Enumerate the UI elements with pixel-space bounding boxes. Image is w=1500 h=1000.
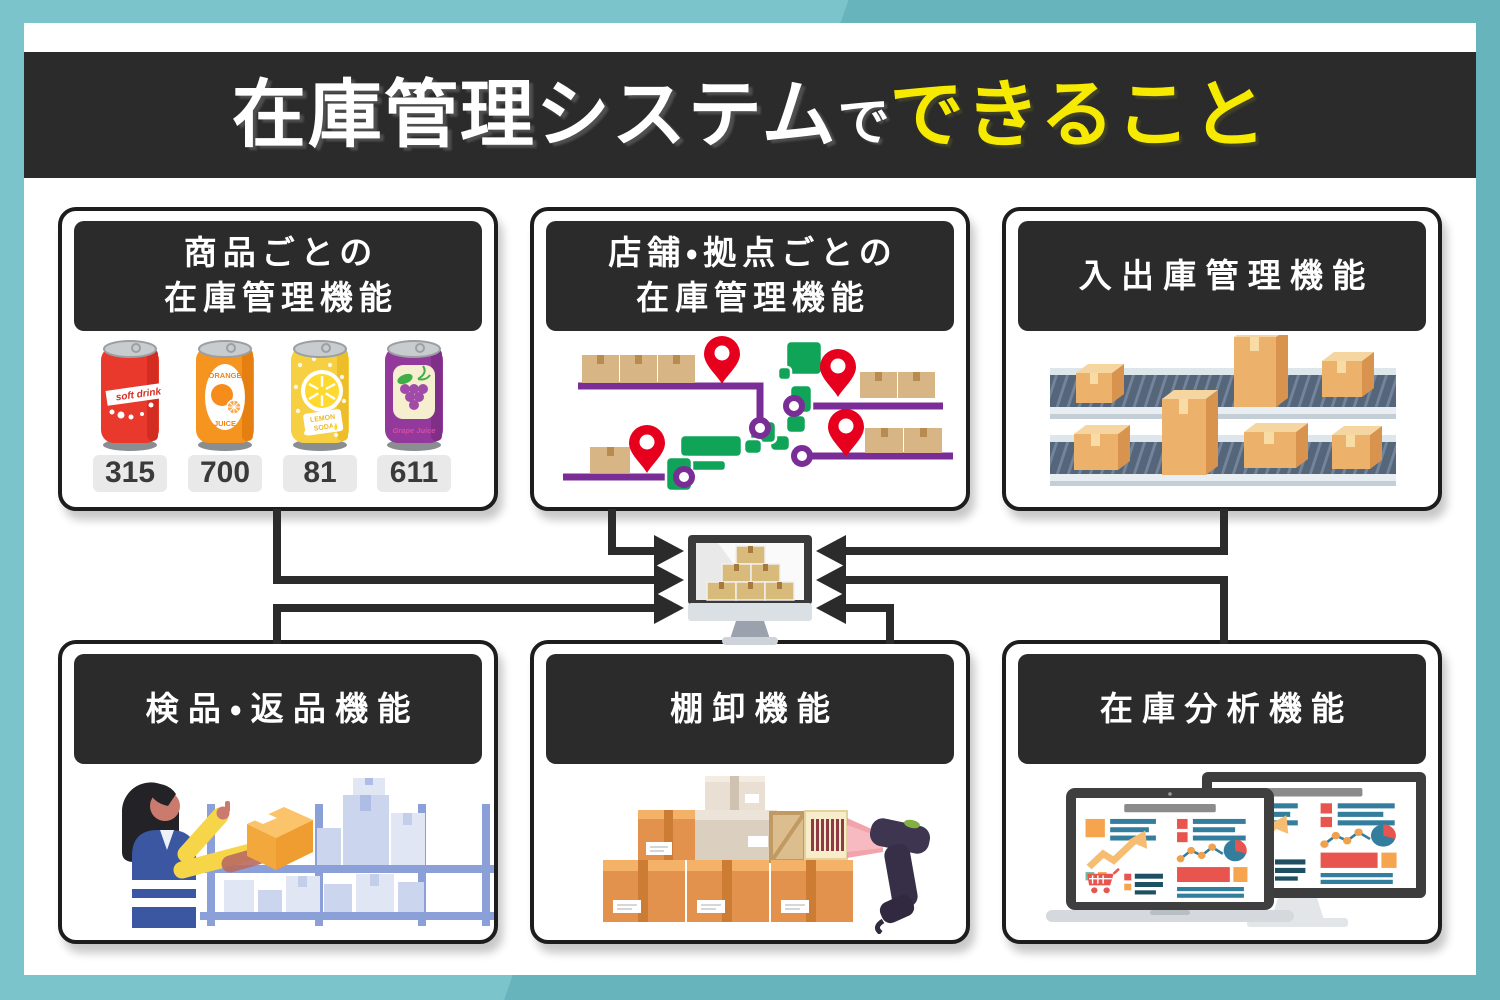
panel-store-heading-line1: 店舗・拠点ごとの	[608, 234, 898, 272]
panel-inspection-heading: 検品・返品機能	[74, 654, 482, 764]
stock-count-badge: 611	[377, 455, 451, 492]
wooden-crate	[769, 811, 807, 863]
location-pin-icons	[629, 336, 864, 473]
panel-stock-analysis: 在庫分析機能	[1002, 640, 1442, 944]
stock-count-badge: 315	[93, 455, 167, 492]
panel-product-stock: 商品ごとの 在庫管理機能 soft drink	[58, 207, 498, 511]
stock-count-3: 81	[303, 456, 336, 489]
panel-product-heading: 商品ごとの 在庫管理機能	[74, 221, 482, 331]
stock-count-2: 700	[200, 456, 250, 489]
panel-store-illustration	[534, 335, 966, 501]
title-prefix: 在庫管理システム	[231, 73, 838, 156]
panel-warehouse-illustration	[1006, 335, 1438, 501]
can3-label1: LEMON	[310, 414, 336, 424]
panel-stocktaking: 棚卸機能	[530, 640, 970, 944]
panel-product-heading-line2: 在庫管理機能	[164, 279, 398, 316]
panel-stocktaking-heading: 棚卸機能	[546, 654, 954, 764]
stock-count-4: 611	[390, 456, 438, 489]
panel-inspection-heading-text: 検品・返品機能	[145, 689, 420, 727]
route-lines	[563, 382, 953, 481]
title-particle: で	[837, 94, 890, 152]
orange-juice-can-icon: ORANGE JUICE	[196, 340, 254, 451]
panel-inspection-returns: 検品・返品機能	[58, 640, 498, 944]
panel-analysis-heading: 在庫分析機能	[1018, 654, 1426, 764]
panel-inspection-illustration	[62, 768, 494, 934]
stacked-boxes	[603, 776, 853, 922]
title-band: 在庫管理システムでできること	[24, 52, 1476, 178]
stock-count-1: 315	[105, 456, 155, 489]
lemon-soda-can-icon: LEMON SODA	[291, 340, 349, 451]
stock-count-badge: 700	[188, 455, 262, 492]
panel-stocktaking-heading-text: 棚卸機能	[670, 689, 840, 727]
route-nodes	[673, 395, 813, 488]
title-highlight: できること	[889, 73, 1269, 156]
panel-analysis-illustration	[1006, 768, 1438, 934]
can2-label2: JUICE	[214, 419, 236, 428]
panel-warehouse-inout: 入出庫管理機能	[1002, 207, 1442, 511]
conveyor-boxes	[1074, 335, 1382, 475]
can3-label2: SODA	[313, 423, 334, 433]
stock-count-badge: 81	[283, 455, 357, 492]
panel-warehouse-heading: 入出庫管理機能	[1018, 221, 1426, 331]
can4-label: Grape Juice	[393, 426, 436, 435]
panel-warehouse-heading-text: 入出庫管理機能	[1078, 256, 1375, 294]
soft-drink-can-icon: soft drink	[101, 340, 172, 451]
panel-store-heading-line2: 在庫管理機能	[636, 279, 870, 316]
scan-beam	[847, 818, 883, 858]
analysis-laptop	[1046, 788, 1294, 922]
panel-store-stock: 店舗・拠点ごとの 在庫管理機能	[530, 207, 970, 511]
can2-label1: ORANGE	[209, 371, 242, 380]
warehouse-cartons	[582, 355, 942, 473]
panel-product-heading-line1: 商品ごとの	[183, 234, 379, 272]
panel-stocktaking-illustration	[534, 768, 966, 934]
inspection-box	[247, 807, 313, 870]
panel-analysis-heading-text: 在庫分析機能	[1099, 689, 1354, 727]
barcode-label	[804, 810, 848, 860]
grape-juice-can-icon: Grape Juice	[385, 340, 443, 451]
panel-product-illustration: soft drink ORANGE	[62, 335, 494, 501]
panel-store-heading: 店舗・拠点ごとの 在庫管理機能	[546, 221, 954, 331]
barcode-scanner-icon	[869, 818, 931, 934]
